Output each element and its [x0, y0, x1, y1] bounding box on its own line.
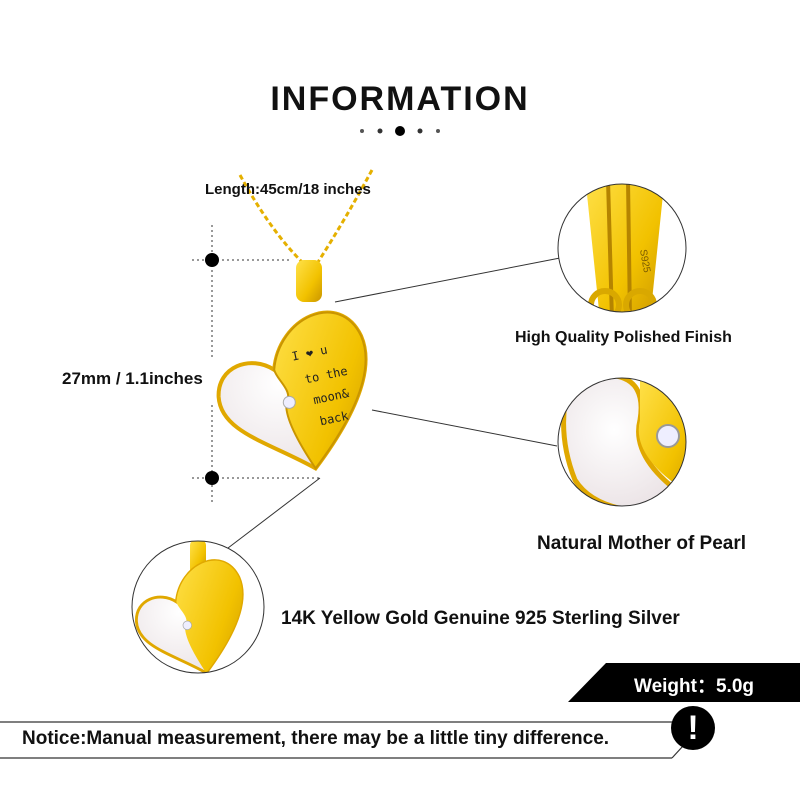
chain [238, 169, 374, 264]
detail-circle-finish: S925 [557, 183, 687, 313]
detail-circle-pendant [131, 540, 265, 674]
size-label: 27mm / 1.1inches [62, 369, 203, 388]
feature-material: 14K Yellow Gold Genuine 925 Sterling Sil… [281, 608, 680, 629]
dimension-dot-bottom [205, 471, 219, 485]
page-title: INFORMATION [270, 80, 530, 118]
engraving-line-4: back [318, 408, 350, 428]
notice-text: Notice:Manual measurement, there may be … [22, 728, 610, 749]
detail-circle-pearl [557, 377, 687, 507]
weight-label: Weight：5.0g [634, 676, 754, 697]
feature-finish: High Quality Polished Finish [515, 329, 732, 346]
heart-pendant: I ❤ u to the moon& back [216, 310, 368, 471]
weight-banner: Weight：5.0g [568, 663, 800, 702]
silver-stamp: S925 [637, 249, 652, 274]
length-label: Length:45cm/18 inches [205, 181, 371, 198]
feature-pearl: Natural Mother of Pearl [537, 533, 747, 554]
pointer-lines [227, 257, 561, 549]
dimension-dot-top [205, 253, 219, 267]
pagination-dots [360, 126, 440, 136]
exclamation-icon: ! [671, 706, 715, 750]
bail [296, 260, 322, 302]
